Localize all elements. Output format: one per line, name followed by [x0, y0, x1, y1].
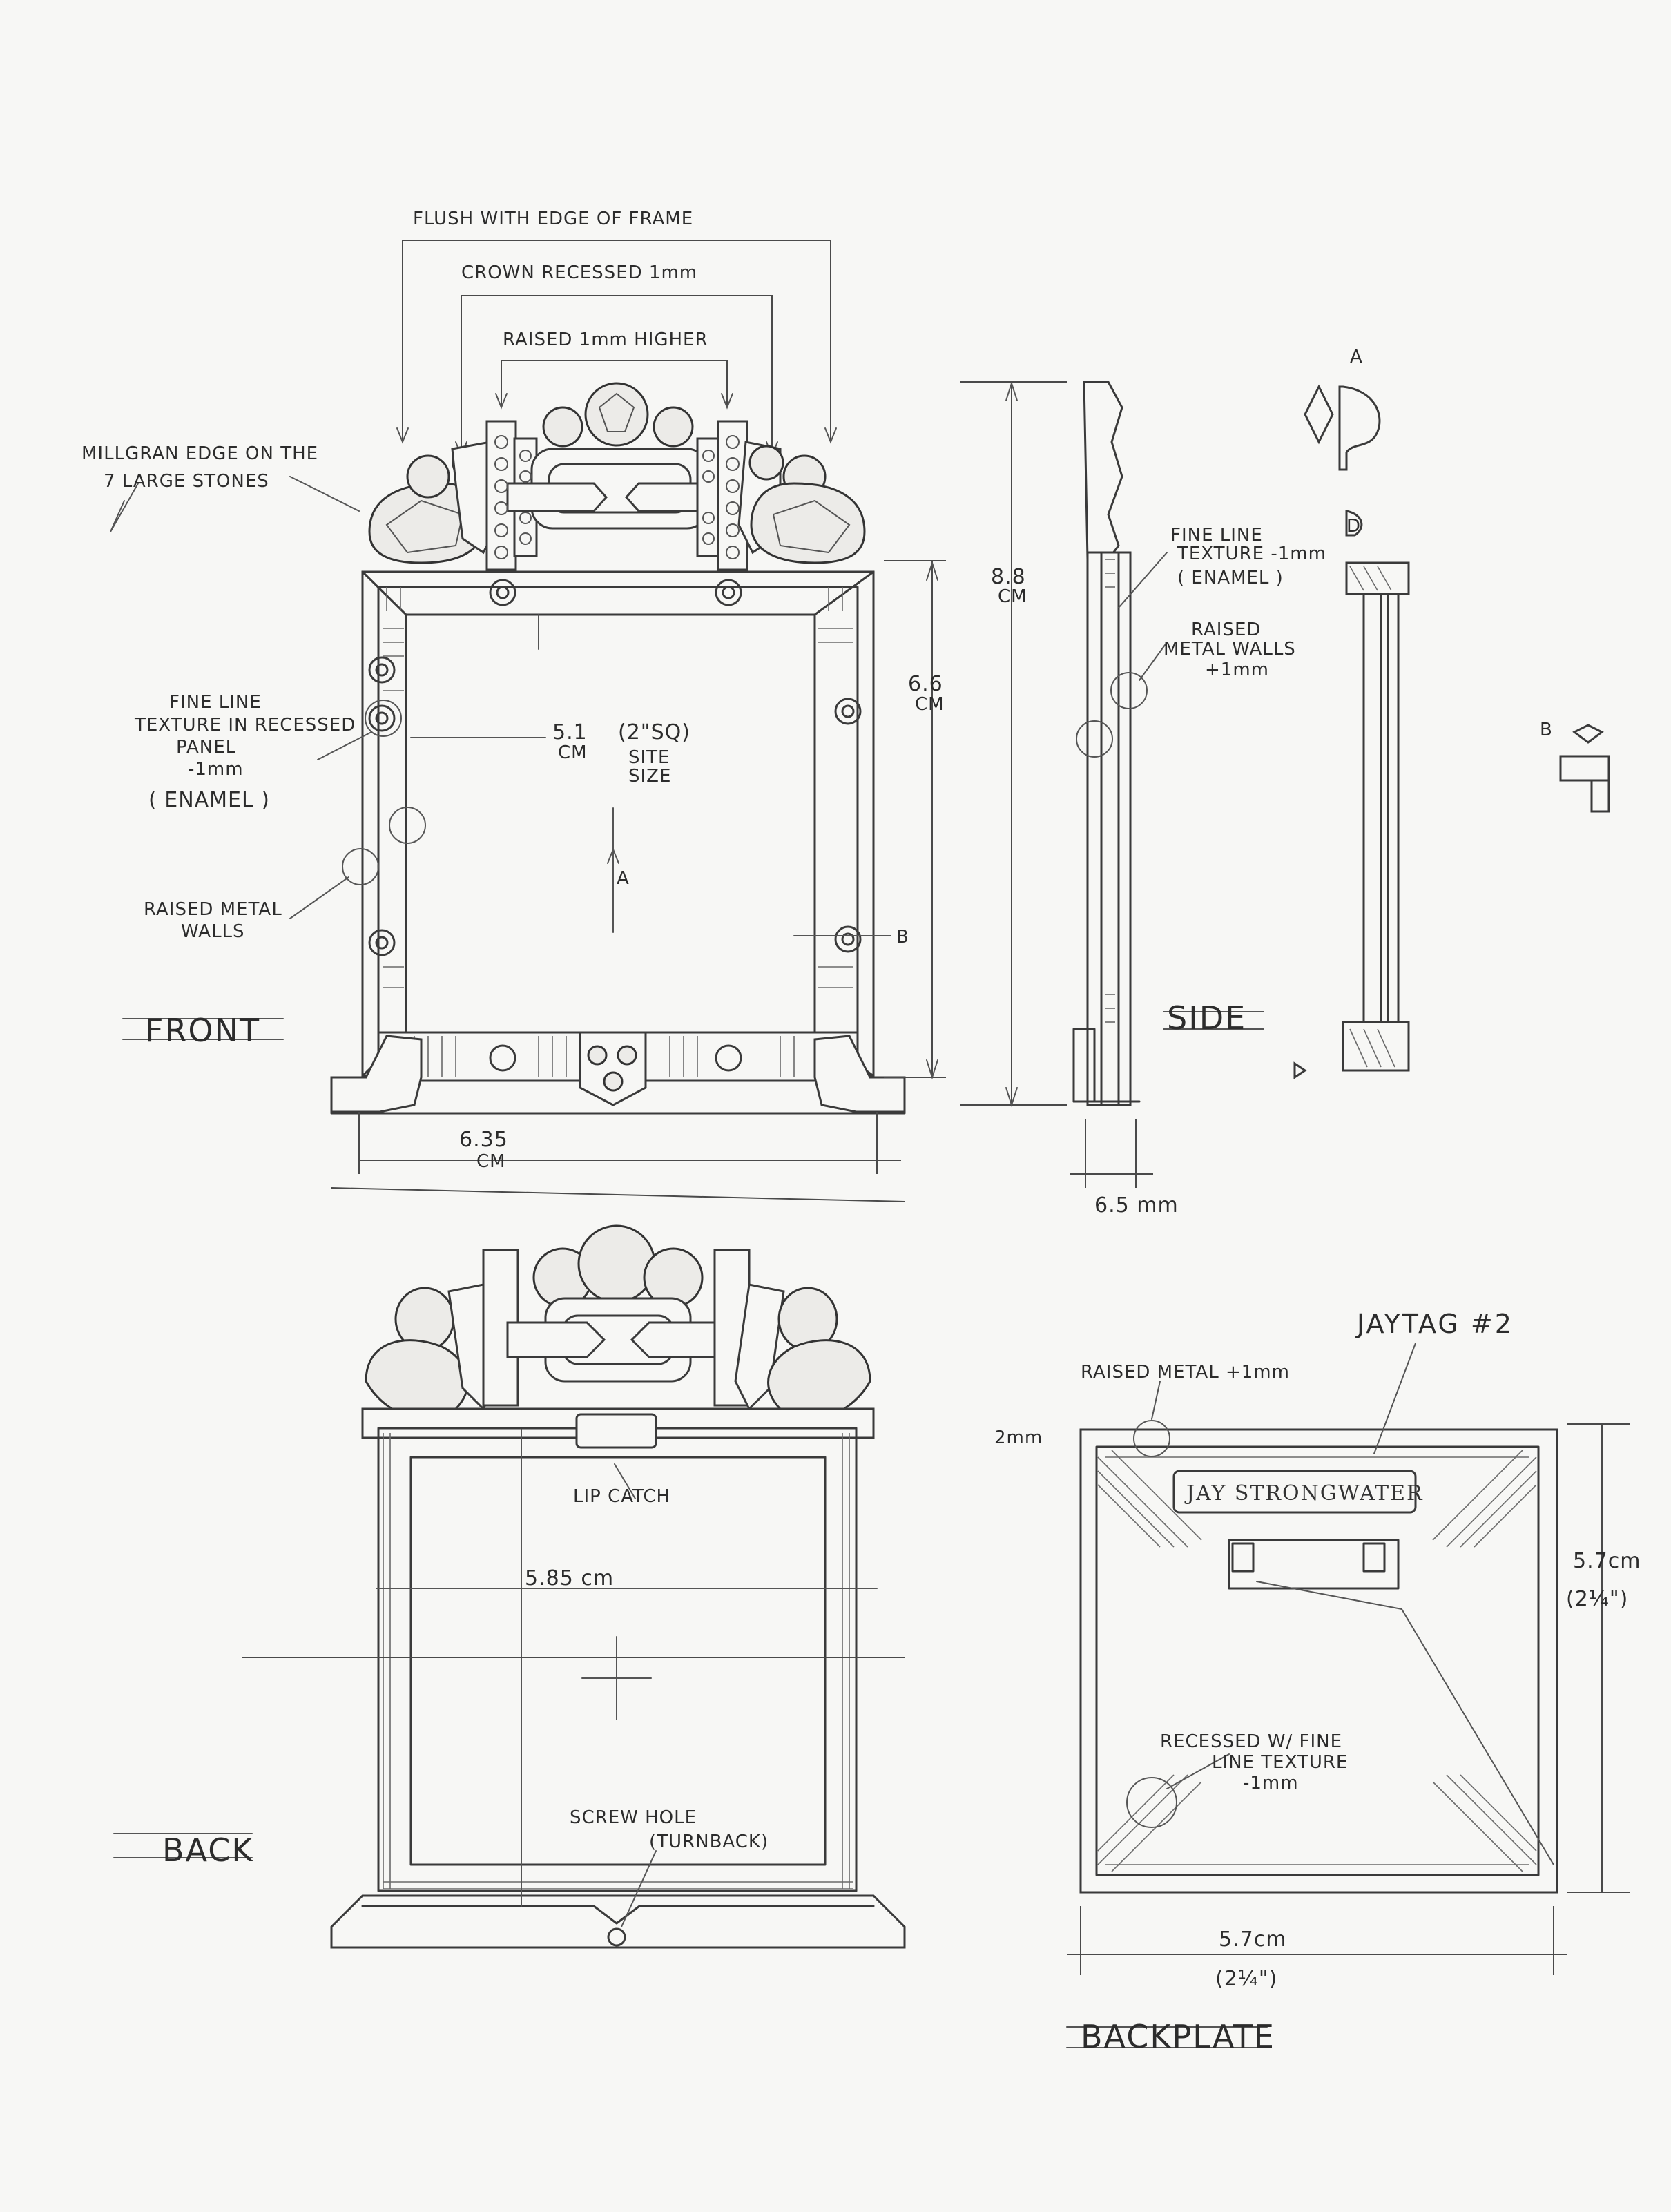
- jaytag-plate: [1172, 1470, 1417, 1514]
- front-height-dimensions: [884, 381, 1067, 1108]
- jaytag-leader: [1373, 1343, 1416, 1454]
- sight-size-line2: SITE: [628, 747, 670, 768]
- opening-dim-unit: CM: [558, 742, 588, 763]
- milgrain-note-line2: 7 LARGE STONES: [104, 471, 269, 492]
- texture-callout-circle: [365, 700, 402, 737]
- front-view: FLUSH WITH EDGE OF FRAME CROWN RECESSED …: [81, 209, 1067, 1202]
- front-walls-line1: RAISED METAL: [144, 899, 282, 920]
- frame-height-unit: CM: [915, 694, 945, 715]
- total-height-unit: CM: [998, 586, 1027, 607]
- side-walls-line2: METAL WALLS: [1163, 639, 1296, 660]
- side-walls-line3: +1mm: [1205, 660, 1269, 680]
- frame-width-dim: 6.35: [459, 1128, 508, 1152]
- texture-leader: [317, 731, 372, 760]
- front-frame: [330, 570, 906, 1115]
- section-a-detail-label: A: [1350, 347, 1363, 367]
- milgrain-leader: [289, 476, 360, 512]
- edge-dim: 2mm: [994, 1427, 1043, 1448]
- lip-catch: [575, 1413, 657, 1449]
- recess-note-line3: -1mm: [1243, 1773, 1299, 1793]
- raised-metal-note: RAISED METAL +1mm: [1081, 1362, 1290, 1383]
- front-crown: [368, 382, 866, 571]
- recess-note-line1: RECESSED W/ FINE: [1160, 1731, 1342, 1752]
- side-depth-dim: 6.5 mm: [1094, 1193, 1179, 1218]
- backplate-view: JAY STRONGWATER JAYTAG #2 RAISED METAL +…: [994, 1309, 1641, 2055]
- front-walls-line2: WALLS: [181, 921, 245, 942]
- backplate-view-label: BACKPLATE: [1081, 2018, 1275, 2055]
- opening-dimensions: [410, 614, 891, 936]
- sight-size-line3: SIZE: [628, 766, 671, 787]
- backplate-width-line2: (2¼"): [1215, 1967, 1277, 1991]
- lip-catch-label: LIP CATCH: [573, 1486, 670, 1507]
- frame-height-dim: 6.6: [908, 672, 943, 696]
- side-walls-callout-a: [1110, 672, 1148, 709]
- crown-recessed-note: CROWN RECESSED 1mm: [461, 262, 697, 283]
- opening-dim-value: 5.1: [552, 720, 588, 744]
- front-texture-line5: ( ENAMEL ): [148, 788, 270, 812]
- front-texture-line4: -1mm: [188, 759, 244, 780]
- front-texture-line2: TEXTURE IN RECESSED: [134, 715, 356, 735]
- walls-callout-circle-a: [389, 807, 426, 844]
- side-walls-line1: RAISED: [1191, 619, 1261, 640]
- side-texture-line3: ( ENAMEL ): [1177, 568, 1284, 588]
- back-view: LIP CATCH 5.85 cm SCREW HOLE (TURNBACK) …: [113, 1224, 906, 1949]
- section-a-mark: A: [617, 868, 630, 889]
- jaytag-note: JAYTAG #2: [1355, 1309, 1514, 1339]
- front-texture-line3: PANEL: [176, 737, 236, 758]
- backplate-height-line1: 5.7cm: [1573, 1549, 1641, 1573]
- walls-leader: [289, 876, 349, 919]
- raised-higher-note: RAISED 1mm HIGHER: [503, 329, 708, 350]
- jaytag-brand: JAY STRONGWATER: [1184, 1481, 1424, 1506]
- raised-metal-callout: [1133, 1420, 1170, 1457]
- flush-edge-note: FLUSH WITH EDGE OF FRAME: [413, 209, 693, 229]
- side-walls-callout-b: [1076, 720, 1113, 758]
- screw-hole: [607, 1927, 626, 1947]
- walls-callout-circle-b: [342, 848, 379, 885]
- milgrain-mark: [110, 483, 139, 532]
- sight-size-line1: (2"SQ): [618, 720, 690, 744]
- side-texture-line2: TEXTURE -1mm: [1177, 544, 1326, 564]
- front-width-dimensions: [331, 1112, 905, 1202]
- back-crown: [365, 1224, 871, 1421]
- back-inner-width-dim: 5.85 cm: [525, 1566, 614, 1590]
- front-view-label: FRONT: [145, 1012, 260, 1049]
- total-height-dim: 8.8: [991, 565, 1026, 589]
- screw-hole-line1: SCREW HOLE: [570, 1807, 697, 1828]
- milgrain-note-line1: MILLGRAN EDGE ON THE: [81, 443, 318, 464]
- backplate-width-line1: 5.7cm: [1219, 1927, 1286, 1952]
- screw-hole-line2: (TURNBACK): [649, 1831, 769, 1852]
- backplate-height-line2: (2¼"): [1566, 1587, 1628, 1611]
- section-d-detail-label: D: [1346, 516, 1361, 537]
- section-details: [1293, 384, 1610, 1079]
- front-texture-line1: FINE LINE: [169, 692, 262, 713]
- frame-width-unit: CM: [476, 1151, 506, 1172]
- section-b-mark: B: [896, 927, 909, 948]
- recess-callout: [1126, 1777, 1177, 1828]
- section-b-detail-label: B: [1540, 720, 1553, 740]
- side-view: FINE LINE TEXTURE -1mm ( ENAMEL ) RAISED…: [1070, 347, 1610, 1218]
- recess-note-line2: LINE TEXTURE: [1212, 1752, 1348, 1773]
- side-texture-line1: FINE LINE: [1170, 525, 1263, 546]
- side-view-label: SIDE: [1167, 999, 1246, 1037]
- back-view-label: BACK: [162, 1831, 254, 1869]
